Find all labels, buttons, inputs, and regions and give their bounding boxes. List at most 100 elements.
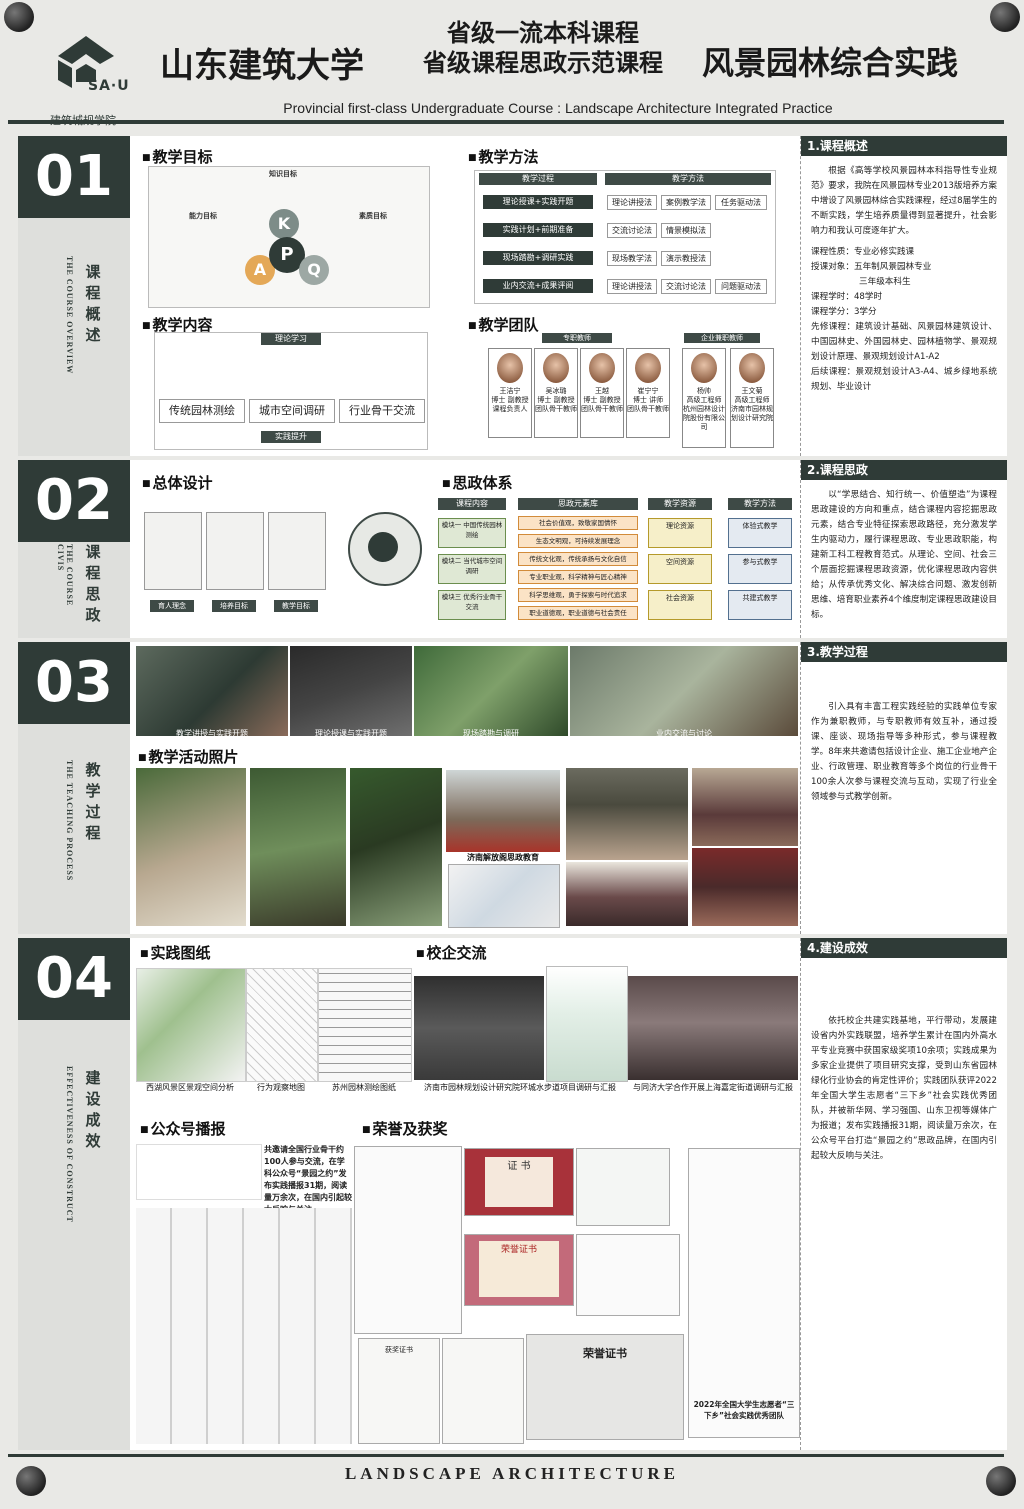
civic-method-2: 参与式教学 [728, 554, 792, 584]
activity-photo-group-3 [566, 862, 688, 926]
civic-method-1: 体验式教学 [728, 518, 792, 548]
overview-text-column: 1.课程概述 根据《高等学校风景园林本科指导性专业规范》要求，我院在风景园林专业… [800, 136, 1007, 456]
course-meta-4: 课程学时：48学时 [811, 292, 883, 302]
activity-photo-group-1 [566, 768, 688, 860]
civic-module-1: 模块一 中国传统园林测绘 [438, 518, 506, 548]
avatar [739, 353, 765, 383]
certificate-title: 获奖证书 [385, 1346, 413, 1354]
section-number: 01 [18, 136, 130, 218]
logo-abbr: SA·U [88, 78, 130, 94]
civic-system-title: 思政体系 [442, 472, 513, 493]
team-member-2: 吴冰璐博士 副教授团队骨干教师 [534, 348, 578, 438]
logo-mark-icon [58, 36, 114, 88]
civic-element-2: 生态文明观，可持续发展理念 [518, 534, 638, 548]
exchange-slide [546, 966, 628, 1082]
avatar [589, 353, 615, 383]
english-title: Provincial first-class Undergraduate Cou… [283, 100, 833, 116]
course-level: 省级一流本科课程 省级课程思政示范课程 [388, 18, 698, 78]
section-english: THE TEACHING PROCESS [65, 760, 74, 882]
certificate-title: 荣誉证书 [583, 1347, 627, 1360]
effect-heading: 4.建设成效 [801, 938, 1007, 958]
section-chinese: 课程思政 [85, 543, 101, 624]
activity-photo-1 [136, 768, 246, 926]
civic-text-column: 2.课程思政 以“学思结合、知行统一、价值塑造”为课程思政建设的方向和重点，结合… [800, 460, 1007, 638]
content-item-2: 城市空间调研 [249, 399, 335, 423]
ability-goal-label: 能力目标 [189, 212, 217, 220]
civic-body: 以“学思结合、知行统一、价值塑造”为课程思政建设的方向和重点，结合课程内容挖掘思… [811, 490, 997, 620]
civic-element-6: 职业道德观，职业道德与社会责任 [518, 606, 638, 620]
method-r1c3: 任务驱动法 [715, 195, 767, 210]
method-title: 教学方法 [468, 146, 539, 167]
team-member-4: 崔宁宁博士 讲师团队骨干教师 [626, 348, 670, 438]
team-member-name: 崔宁宁博士 讲师团队骨干教师 [627, 387, 669, 413]
content-title: 教学内容 [142, 314, 213, 335]
method-row3: 现场踏勘+调研实践 [483, 251, 593, 265]
honor-document: 2022年全国大学生志愿者“三下乡”社会实践优秀团队 [688, 1148, 800, 1438]
civic-col-head-4: 教学方法 [728, 498, 792, 510]
pin-bottom-left [16, 1466, 46, 1496]
exchange-caption-1: 济南市园林规划设计研究院环城水步道项目调研与汇报 [424, 1083, 616, 1092]
activity-photo-2 [250, 768, 346, 926]
section-sidebar: 02 THE COURSE CIVIS 课程思政 [18, 460, 130, 638]
overall-design-diagram: 育人理念 培养目标 教学目标 [142, 496, 428, 624]
certificate-photo-2 [442, 1338, 524, 1444]
section-english: THE COURSE OVERVIEW [65, 256, 74, 375]
certificate-white-2 [576, 1234, 680, 1316]
practice-circle: P [269, 237, 305, 273]
course-level-2: 省级课程思政示范课程 [423, 48, 663, 77]
section-sidebar: 03 THE TEACHING PROCESS 教学过程 [18, 642, 130, 934]
footer-title: LANDSCAPE ARCHITECTURE [344, 1464, 680, 1483]
civic-resource-2: 空间资源 [648, 554, 712, 584]
civic-element-5: 科学思维观，勇于探索与时代追求 [518, 588, 638, 602]
certificate-title: 荣誉证书 [479, 1241, 559, 1297]
team-member-name: 王洁宁博士 副教授课程负责人 [491, 387, 529, 413]
civic-col-head-2: 思政元素库 [518, 498, 638, 510]
overall-box-2 [206, 512, 264, 590]
footer-rule [8, 1454, 1004, 1457]
exchange-photo-1 [414, 976, 544, 1080]
activity-photo-group-4 [692, 848, 798, 926]
team-member-name: 杨帅高级工程师杭州园林设计院股份有限公司 [683, 387, 725, 431]
team-member-name: 吴冰璐博士 副教授团队骨干教师 [535, 387, 577, 413]
overview-heading: 1.课程概述 [801, 136, 1007, 156]
course-meta-6: 先修课程：建筑设计基础、风景园林建筑设计、中国园林史、外国园林史、园林植物学、景… [811, 322, 997, 362]
overview-paragraph: 根据《高等学校风景园林本科指导性专业规范》要求，我院在风景园林专业2013版培养… [811, 166, 997, 236]
civic-module-3: 模块三 优秀行业骨干交流 [438, 590, 506, 620]
drawing-westlake [136, 968, 246, 1082]
team-group2: 企业兼职教师 [684, 333, 760, 343]
content-practice: 实践提升 [261, 431, 321, 443]
course-meta-5: 课程学分：3学分 [811, 307, 877, 317]
wechat-title: 公众号播报 [140, 1118, 226, 1139]
team-member-5: 杨帅高级工程师杭州园林设计院股份有限公司 [682, 348, 726, 448]
activity-photo-map [448, 864, 560, 928]
method-r3c2: 演示教授法 [661, 251, 711, 266]
method-r1c2: 案例教学法 [661, 195, 711, 210]
section-02: 02 THE COURSE CIVIS 课程思政 总体设计 育人理念 培养目标 … [18, 460, 1007, 638]
method-col1-head: 教学过程 [479, 173, 597, 185]
team-title: 教学团队 [468, 314, 539, 335]
overall-label-3: 教学目标 [274, 600, 318, 612]
team-member-3: 王越博士 副教授团队骨干教师 [580, 348, 624, 438]
process-body: 引入具有丰富工程实践经验的实践单位专家作为兼职教师，与专职教师有效互补，通过授课… [811, 702, 997, 802]
method-r2c2: 情景模拟法 [661, 223, 711, 238]
quality-circle: Q [299, 255, 329, 285]
photo-lecture [136, 646, 288, 736]
university-logo: SA·U 建筑城规学院 [38, 30, 138, 127]
civic-col-head-1: 课程内容 [438, 498, 506, 510]
section-chinese: 教学过程 [85, 761, 101, 842]
method-r4c3: 问题驱动法 [715, 279, 767, 294]
section-english: THE COURSE CIVIS [56, 544, 74, 607]
civic-element-1: 社会价值观，致敬家国情怀 [518, 516, 638, 530]
honor-caption: 2022年全国大学生志愿者“三下乡”社会实践优秀团队 [693, 1400, 795, 1420]
overall-box-1 [144, 512, 202, 590]
method-r4c1: 理论讲授法 [607, 279, 657, 294]
section-english: EFFECTIVENESS OF CONSTRUCT [65, 1066, 74, 1223]
pin-top-left [4, 2, 34, 32]
overall-label-2: 培养目标 [212, 600, 256, 612]
activity-photo-3 [350, 768, 442, 926]
certificate-photo-1: 获奖证书 [358, 1338, 440, 1444]
wechat-flow [136, 1144, 262, 1200]
civic-method-3: 共建式教学 [728, 590, 792, 620]
photo-exchange [570, 646, 798, 736]
method-row4: 业内交流+成果评阅 [483, 279, 593, 293]
